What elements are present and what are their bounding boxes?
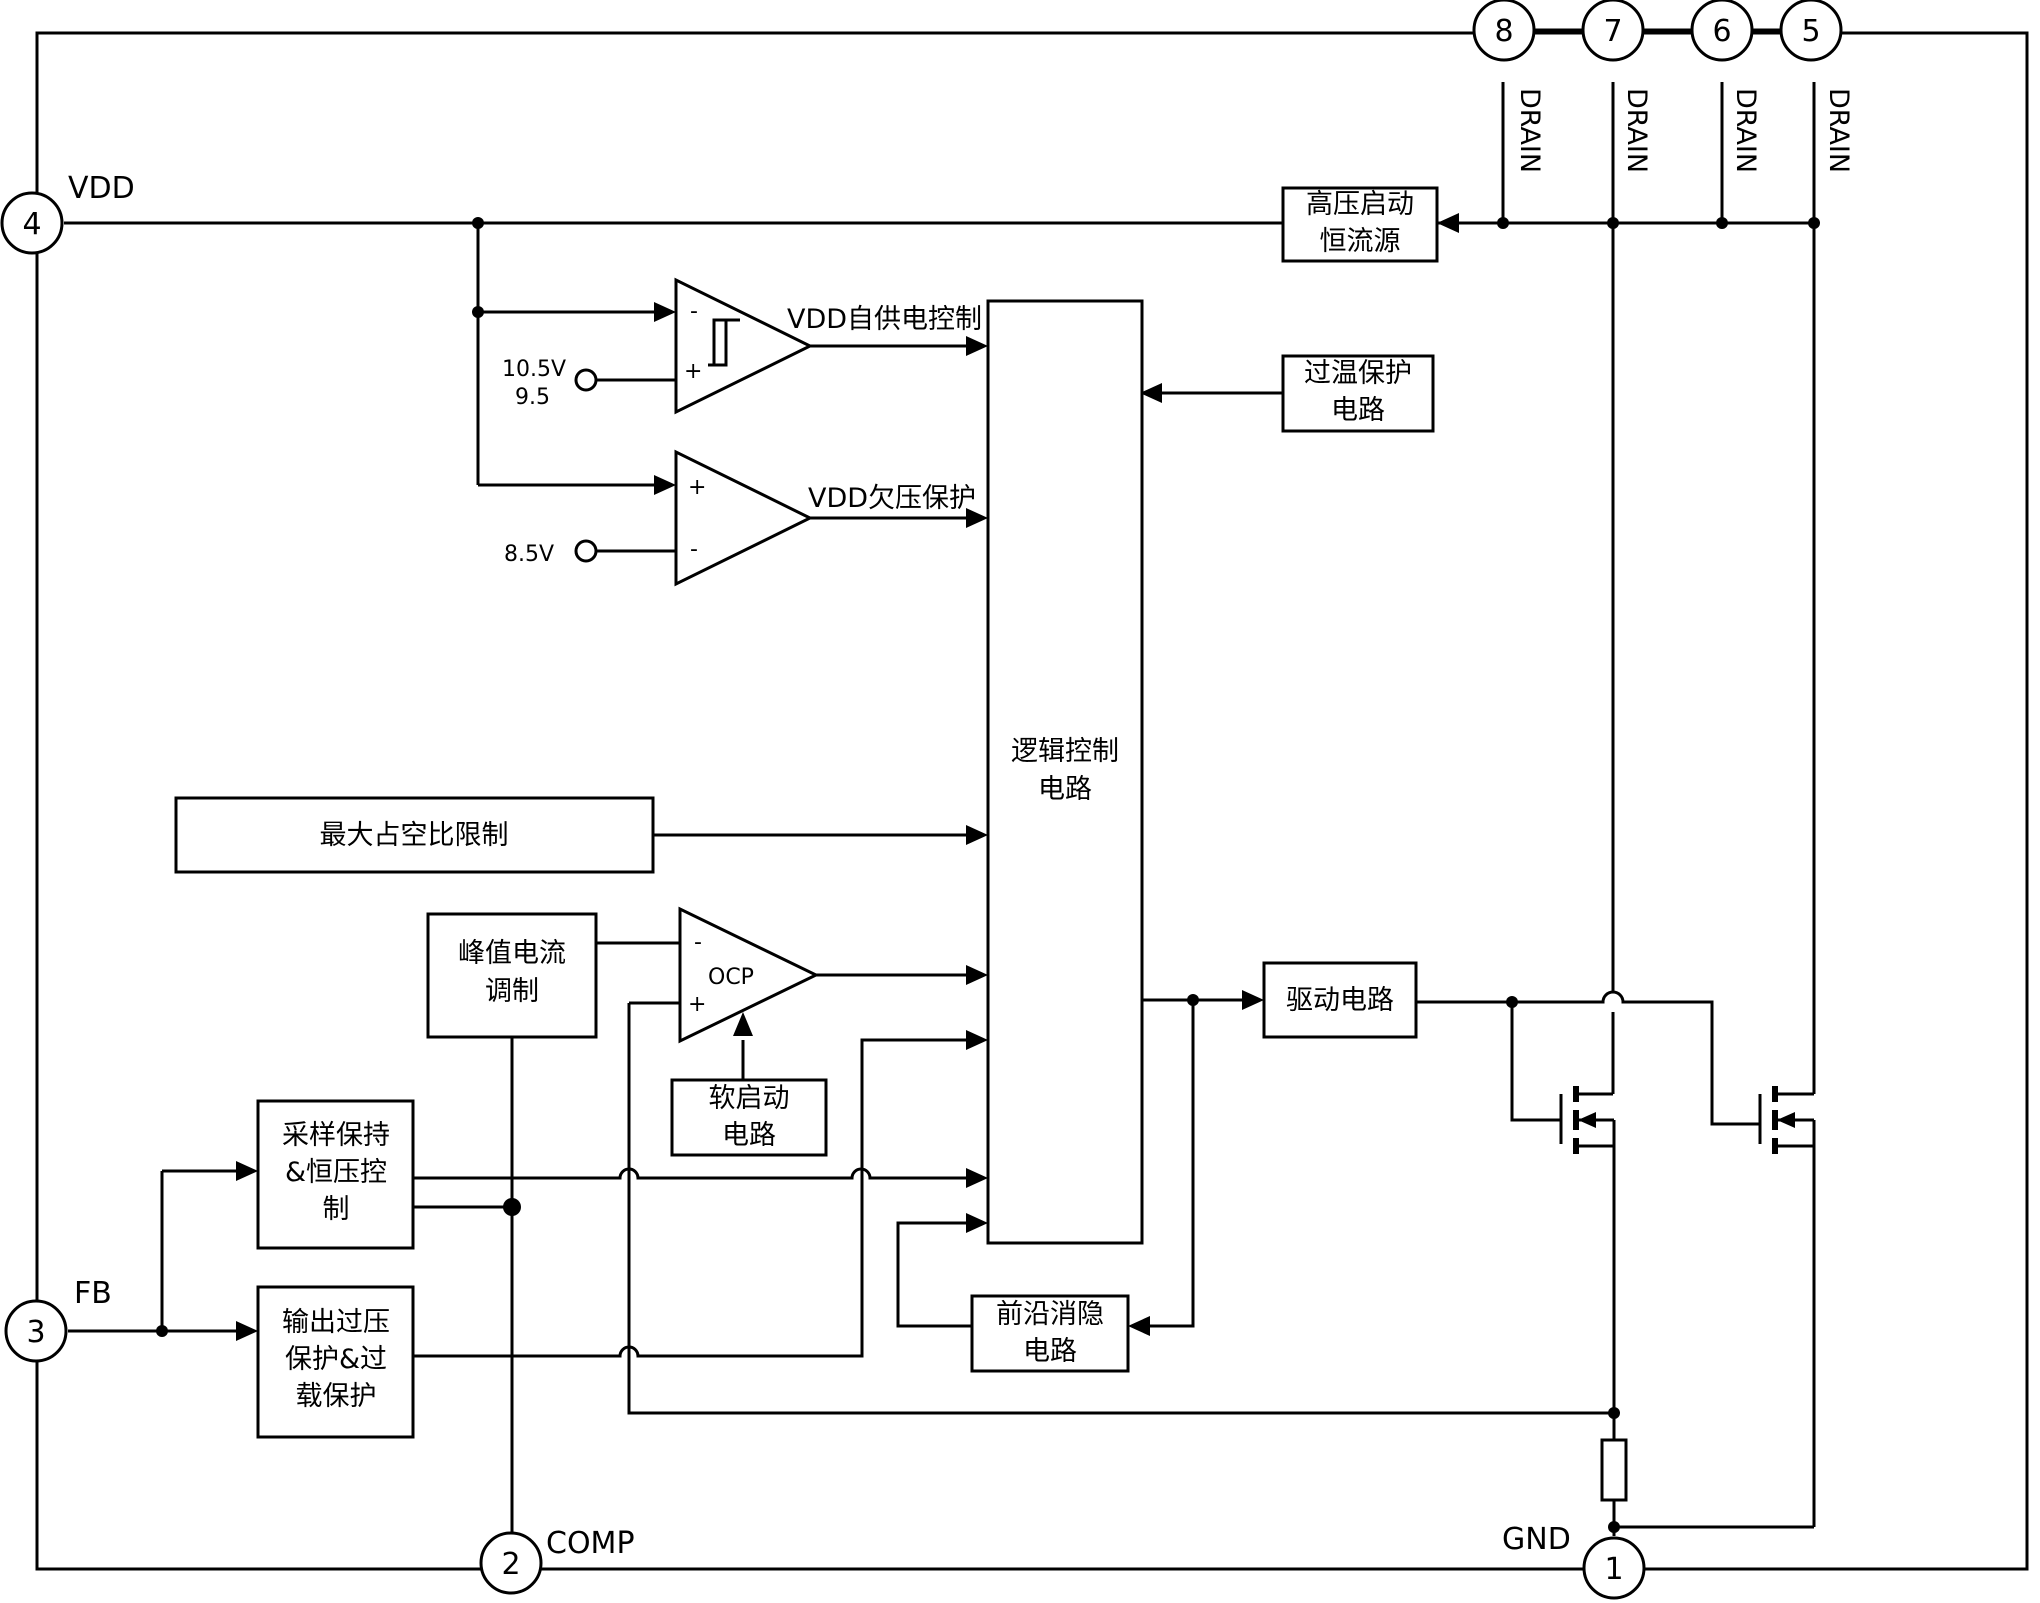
svg-text:1: 1: [1604, 1552, 1623, 1587]
junctions: [156, 217, 1820, 1533]
driver-block: 驱动电路: [1262, 961, 1418, 1039]
soft-start-block: 软启动 电路: [670, 1078, 828, 1157]
svg-text:输出过压: 输出过压: [282, 1307, 390, 1338]
ocp-comparator: - + OCP: [678, 906, 820, 1044]
logic-control-block: 逻辑控制 电路: [986, 299, 1144, 1245]
hv-startup-block: 高压启动 恒流源: [1281, 186, 1439, 263]
mosfet-1: [1559, 1086, 1616, 1154]
ref-10-5v: 10.5V: [502, 357, 566, 382]
svg-text:GND: GND: [1502, 1522, 1571, 1557]
leb-block: 前沿消隐 电路: [970, 1294, 1130, 1373]
svg-text:8: 8: [1494, 14, 1513, 49]
chip-outline: [35, 31, 2029, 1571]
svg-text:逻辑控制: 逻辑控制: [1011, 736, 1119, 767]
vdd-supply-label: VDD自供电控制: [787, 304, 982, 335]
pin-4-vdd: 4 VDD: [0, 171, 135, 255]
max-duty-block: 最大占空比限制: [174, 796, 655, 874]
svg-text:4: 4: [22, 207, 41, 242]
svg-text:2: 2: [501, 1547, 520, 1582]
svg-text:&恒压控: &恒压控: [285, 1157, 387, 1188]
svg-text:DRAIN: DRAIN: [1730, 88, 1761, 173]
pin-6-drain: 6 DRAIN: [1690, 0, 1761, 173]
mosfet-2: [1758, 1086, 1816, 1154]
svg-text:峰值电流: 峰值电流: [458, 938, 566, 969]
vdd-supply-comparator: - + VDD自供电控制 10.5V 9.5: [502, 277, 982, 415]
svg-text:软启动: 软启动: [709, 1083, 790, 1114]
svg-text:DRAIN: DRAIN: [1621, 88, 1652, 173]
ref-9-5: 9.5: [515, 385, 550, 410]
svg-text:电路: 电路: [722, 1120, 776, 1151]
sample-hold-block: 采样保持 &恒压控 制: [256, 1099, 415, 1250]
svg-text:DRAIN: DRAIN: [1514, 88, 1545, 173]
uvlo-comparator: + - VDD欠压保护 8.5V: [504, 449, 976, 587]
svg-text:电路: 电路: [1331, 395, 1385, 426]
svg-text:5: 5: [1801, 14, 1820, 49]
pin-8-drain: 8 DRAIN: [1472, 0, 1545, 173]
sense-resistor: [1600, 1438, 1628, 1502]
svg-text:恒流源: 恒流源: [1320, 226, 1401, 257]
svg-text:过温保护: 过温保护: [1304, 358, 1412, 389]
peak-current-block: 峰值电流 调制: [426, 912, 598, 1039]
pin-5-drain: 5 DRAIN: [1779, 0, 1854, 173]
ovp-block: 输出过压 保护&过 载保护: [256, 1285, 415, 1439]
arrowheads: [236, 213, 1459, 1341]
ref-8-5v: 8.5V: [504, 542, 554, 567]
svg-text:-: -: [690, 537, 698, 562]
svg-text:+: +: [688, 992, 706, 1017]
svg-text:6: 6: [1712, 14, 1731, 49]
svg-text:+: +: [688, 475, 706, 500]
pin-3-fb: 3 FB: [4, 1276, 112, 1363]
svg-text:调制: 调制: [485, 976, 539, 1007]
svg-text:高压启动: 高压启动: [1306, 189, 1414, 220]
svg-text:DRAIN: DRAIN: [1823, 88, 1854, 173]
svg-text:电路: 电路: [1038, 774, 1092, 805]
wires: [64, 28, 1816, 1536]
svg-text:3: 3: [26, 1315, 45, 1350]
pin-1-gnd: 1 GND: [1502, 1522, 1646, 1600]
pin-2-comp: 2 COMP: [479, 1526, 635, 1595]
svg-text:载保护: 载保护: [296, 1381, 377, 1412]
svg-text:最大占空比限制: 最大占空比限制: [320, 820, 509, 851]
svg-text:采样保持: 采样保持: [282, 1120, 390, 1151]
svg-text:-: -: [694, 930, 702, 955]
svg-text:FB: FB: [74, 1276, 112, 1311]
svg-text:VDD: VDD: [68, 171, 135, 206]
svg-text:驱动电路: 驱动电路: [1286, 985, 1394, 1016]
svg-text:COMP: COMP: [546, 1526, 635, 1561]
svg-text:前沿消隐: 前沿消隐: [996, 1299, 1104, 1330]
svg-text:制: 制: [323, 1194, 350, 1225]
pin-7-drain: 7 DRAIN: [1581, 0, 1652, 173]
over-temp-block: 过温保护 电路: [1281, 354, 1435, 433]
uvlo-label: VDD欠压保护: [808, 483, 976, 514]
ocp-label: OCP: [708, 965, 754, 990]
svg-text:保护&过: 保护&过: [285, 1344, 387, 1375]
svg-text:7: 7: [1603, 14, 1622, 49]
svg-text:电路: 电路: [1023, 1336, 1077, 1367]
svg-text:-: -: [690, 299, 698, 324]
svg-text:+: +: [684, 359, 702, 384]
